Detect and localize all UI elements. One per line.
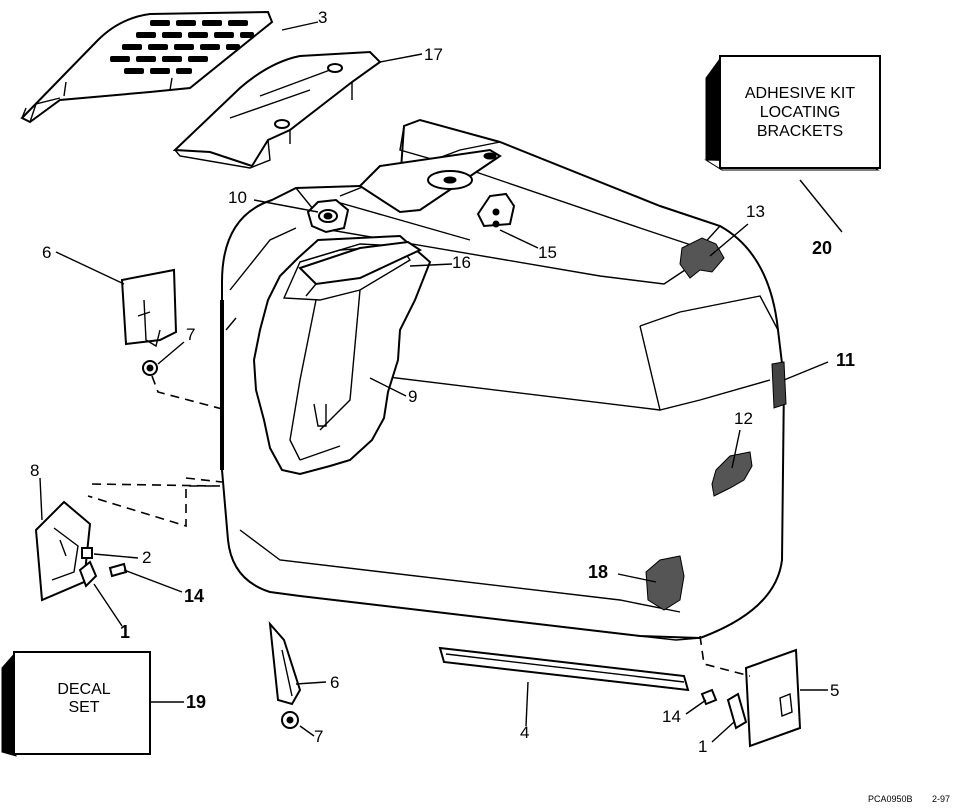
decal-set-label-2: SET: [68, 699, 99, 716]
dashed-leaders: [87, 375, 751, 677]
part-6-upper-bracket: [120, 268, 178, 348]
decal-set-label-1: DECAL: [57, 681, 110, 698]
callout-14-left: 14: [184, 586, 204, 606]
callout-6-lower: 6: [330, 673, 339, 692]
callout-15: 15: [538, 243, 557, 262]
callout-1-left: 1: [120, 622, 130, 642]
callout-12: 12: [734, 409, 753, 428]
callout-14-right: 14: [662, 707, 681, 726]
part-2-clip: [81, 547, 93, 559]
callout-9: 9: [408, 387, 417, 406]
adhesive-kit-label-3: BRACKETS: [757, 123, 843, 140]
adhesive-kit-label-1: ADHESIVE KIT: [745, 85, 855, 102]
part-5-bracket: [744, 648, 802, 748]
callout-4: 4: [520, 723, 529, 742]
callout-8: 8: [30, 461, 39, 480]
callout-11: 11: [836, 350, 855, 370]
part-6-lower-bracket: [268, 620, 302, 706]
part-10-knob: [306, 198, 350, 234]
decal-set-box: DECAL SET: [1, 650, 151, 757]
callout-6-upper: 6: [42, 243, 51, 262]
callout-5: 5: [830, 681, 839, 700]
callout-3: 3: [318, 8, 327, 27]
part-17-vent-cover: [172, 50, 382, 169]
part-1-clip-right: [726, 692, 748, 730]
part-15-bracket: [476, 192, 516, 228]
callout-10: 10: [228, 188, 247, 207]
part-1-clip-left: [78, 560, 98, 588]
callout-17: 17: [424, 45, 443, 64]
callout-1-right: 1: [698, 737, 707, 756]
callout-numbers: 3 17 20 10 15 13 16 6 7 9 11 12 18 8 2 1…: [30, 8, 855, 756]
part-12-bracket: [711, 451, 753, 497]
part-3-grille: [20, 10, 274, 124]
callout-18: 18: [588, 562, 608, 582]
part-11-pad: [771, 361, 787, 409]
part-7-upper-nut: [142, 360, 158, 376]
footer-date: 2-97: [932, 794, 950, 804]
adhesive-kit-label-2: LOCATING: [760, 104, 841, 121]
footer-code: PCA0950B: [868, 794, 913, 804]
callout-2: 2: [142, 548, 151, 567]
callout-7-upper: 7: [186, 325, 195, 344]
callout-16: 16: [452, 253, 471, 272]
part-4-seal-strip: [438, 646, 690, 692]
callout-7-lower: 7: [314, 727, 323, 746]
adhesive-kit-box: ADHESIVE KIT LOCATING BRACKETS: [704, 54, 881, 171]
callout-19: 19: [186, 692, 206, 712]
callout-13: 13: [746, 202, 765, 221]
callout-20: 20: [812, 238, 832, 258]
cutaway-panel: [252, 234, 432, 476]
part-13-bracket: [679, 237, 725, 279]
part-7-lower-nut: [281, 711, 299, 729]
part-18-bracket: [645, 555, 685, 611]
part-14-screw-left: [108, 562, 128, 578]
footer: PCA0950B 2-97: [868, 794, 950, 804]
leader-lines: [39, 21, 843, 743]
